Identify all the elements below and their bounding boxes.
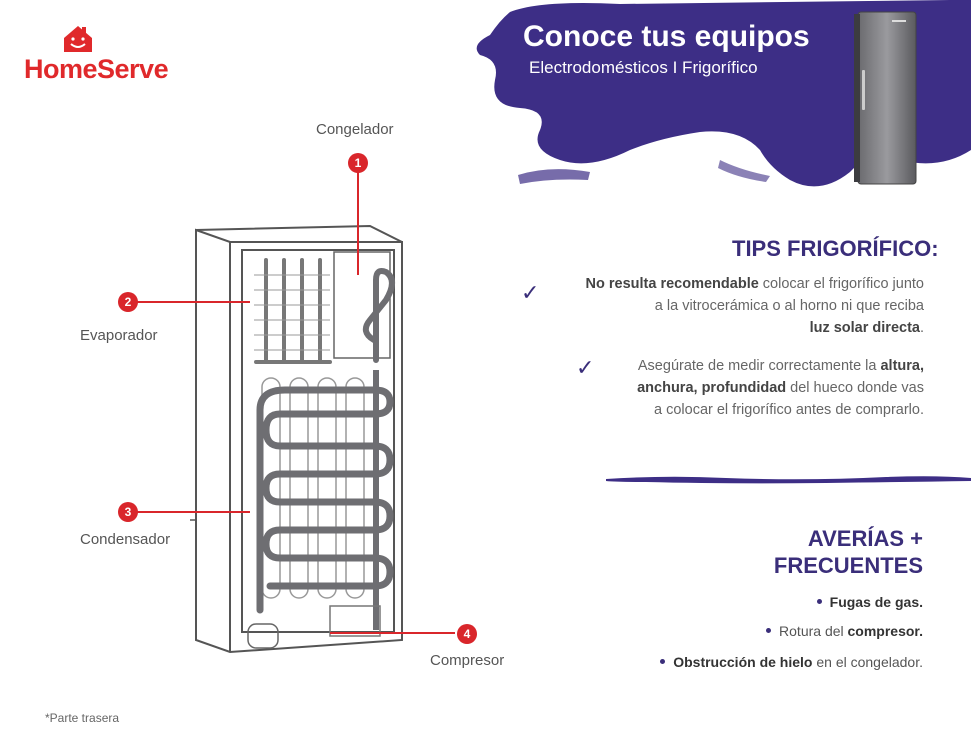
footnote: *Parte trasera — [45, 711, 120, 725]
fault-3-bold: Obstrucción de hielo — [673, 654, 813, 670]
label-condensador: Condensador — [80, 531, 171, 548]
leader-lines — [130, 172, 455, 634]
check-icon: ✓ — [521, 280, 540, 305]
check-icon: ✓ — [576, 355, 595, 380]
faults-title-line2: FRECUENTES — [773, 553, 923, 578]
brand-name: HomeServe — [24, 54, 169, 84]
brush-divider — [606, 476, 971, 484]
label-congelador: Congelador — [316, 121, 394, 138]
tip-1-bold-end: luz solar directa — [809, 320, 920, 336]
badge-4: 4 — [457, 624, 477, 644]
fridge-photo — [854, 11, 917, 185]
tip-2-rest: del hueco donde vas — [786, 380, 924, 396]
tip-1: No resulta recomendable colocar el frigo… — [540, 273, 924, 339]
fault-item: Rotura del compresor. — [766, 623, 923, 639]
tip-1-line2: a la vitrocerámica o al horno ni que rec… — [654, 298, 924, 314]
bullet-icon — [660, 658, 666, 664]
ink-splash-decoration — [476, 0, 971, 187]
badge-3: 3 — [118, 502, 138, 522]
fault-2-pre: Rotura del — [779, 623, 848, 639]
fridge-diagram — [190, 224, 403, 654]
bullet-icon — [766, 627, 772, 633]
homeserve-logo: HomeServe — [24, 24, 184, 84]
bullet-icon — [816, 598, 822, 604]
fault-1-bold: Fugas de gas. — [829, 594, 923, 610]
tip-2-bold-1: altura, — [880, 358, 924, 374]
fault-item: Fugas de gas. — [816, 594, 923, 610]
tip-2-line3: a colocar el frigorífico antes de compra… — [654, 402, 924, 418]
fault-3-post: en el congelador. — [812, 654, 923, 670]
fault-2-bold: compresor. — [847, 623, 923, 639]
tip-2: Asegúrate de medir correctamente la altu… — [596, 355, 924, 421]
tip-1-period: . — [919, 320, 924, 336]
header-subtitle: Electrodomésticos I Frigorífico — [529, 58, 758, 77]
fault-item: Obstrucción de hielo en el congelador. — [660, 654, 923, 670]
tips-title: TIPS FRIGORÍFICO: — [732, 236, 939, 261]
tip-1-bold: No resulta recomendable — [585, 276, 759, 292]
header-title: Conoce tus equipos — [523, 20, 810, 53]
house-logo-icon — [64, 26, 92, 52]
tip-1-rest: colocar el frigorífico junto — [758, 276, 924, 292]
tip-2-bold-2: anchura, profundidad — [637, 380, 787, 396]
badge-2: 2 — [118, 292, 138, 312]
badge-1: 1 — [348, 153, 368, 173]
tip-2-pre: Asegúrate de medir correctamente la — [637, 358, 881, 374]
label-compresor: Compresor — [430, 652, 505, 669]
label-evaporador: Evaporador — [80, 327, 158, 344]
faults-title-line1: AVERÍAS + — [807, 526, 923, 551]
